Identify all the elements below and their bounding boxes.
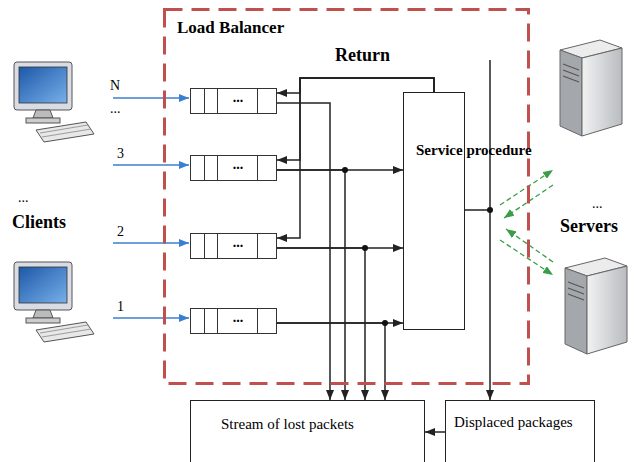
ellipsis-label: ...	[592, 196, 603, 212]
server-exchange-arrow-part	[500, 170, 553, 205]
connector-arrow	[425, 431, 445, 433]
queue-buffer: ...	[190, 233, 277, 259]
queue-number: N	[110, 78, 120, 94]
client-computer-part	[40, 125, 91, 137]
client-computer	[14, 262, 94, 342]
process-box: Service procedure	[403, 92, 465, 330]
server-tower	[560, 40, 622, 136]
queue-number: 1	[117, 299, 124, 315]
output-box: Displaced packages	[445, 400, 595, 462]
junction-dot	[362, 245, 368, 251]
box-text: ...	[219, 156, 257, 173]
client-computer-part	[19, 67, 67, 103]
box-text: Stream of lost packets	[221, 415, 371, 434]
server-exchange-arrow-part	[500, 240, 553, 275]
client-computer-part	[33, 110, 53, 118]
connector-arrow	[277, 170, 345, 400]
box-text: Displaced packages	[454, 413, 584, 432]
queue-number: 3	[117, 146, 124, 162]
client-computer	[14, 62, 94, 142]
server-tower-part	[560, 50, 582, 136]
ellipsis-label: ...	[110, 101, 121, 117]
region-heading: Load Balancer	[177, 18, 516, 38]
server-tower-part	[565, 268, 587, 354]
box-text: ...	[219, 309, 257, 326]
client-input-line-part	[113, 317, 189, 319]
server-tower-part	[568, 282, 584, 300]
server-tower-part	[563, 64, 579, 82]
queue-buffer: ...	[190, 88, 277, 114]
server-exchange-arrow	[500, 170, 553, 275]
section-label: Return	[335, 45, 390, 66]
client-computer-part	[33, 310, 53, 318]
group-label: Servers	[560, 216, 618, 237]
client-computer-part	[26, 118, 60, 123]
box-text: ...	[219, 89, 257, 106]
queue-number: 2	[117, 224, 124, 240]
queue-buffer: ...	[190, 155, 277, 181]
junction-dot	[487, 207, 493, 213]
group-label: Clients	[12, 212, 66, 233]
client-input-line-part	[113, 97, 189, 99]
connector-arrow	[277, 323, 385, 400]
client-computer-part	[40, 325, 91, 337]
server-bus-line	[489, 60, 491, 210]
client-computer-part	[36, 122, 94, 142]
region-outline-rect	[165, 10, 529, 384]
connector-arrow	[465, 210, 490, 400]
junction-dot	[342, 167, 348, 173]
client-input-line	[113, 98, 189, 318]
server-tower-part	[582, 48, 622, 136]
client-input-line-part	[113, 164, 189, 166]
client-computer-part	[14, 262, 72, 310]
output-box: Stream of lost packets	[190, 400, 425, 462]
client-input-line-part	[113, 242, 189, 244]
server-tower	[565, 258, 627, 354]
client-computer-part	[14, 62, 72, 110]
client-computer-part	[19, 267, 67, 303]
server-tower-part	[587, 266, 627, 354]
connector-arrow	[277, 103, 330, 400]
connector-arrow	[277, 248, 365, 400]
client-computer-part	[36, 322, 94, 342]
queue-buffer: ...	[190, 308, 277, 334]
junction-dot	[382, 320, 388, 326]
ellipsis-label: ...	[18, 190, 29, 206]
box-text: ...	[219, 234, 257, 251]
client-computer-part	[26, 318, 60, 323]
box-text: Service procedure	[416, 141, 456, 160]
